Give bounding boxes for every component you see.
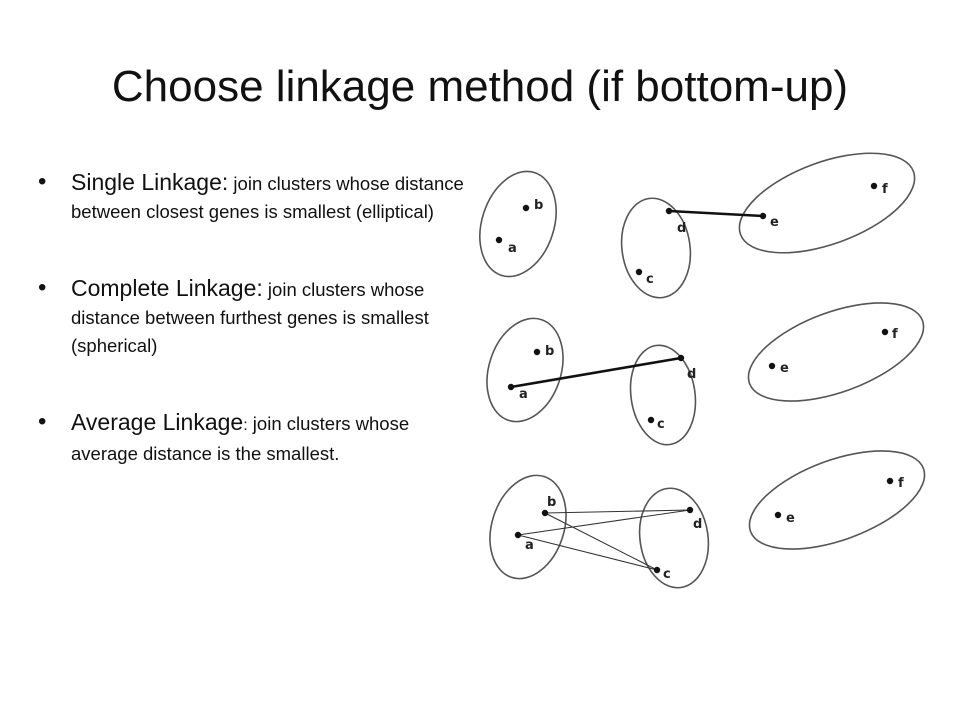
bullet-average-linkage: • Average Linkage: join clusters whose a… (38, 408, 478, 468)
cluster-cd-complete (629, 344, 697, 446)
label-b: b (545, 344, 554, 359)
point-c (653, 566, 661, 574)
linkage-bullet-list: • Single Linkage: join clusters whose di… (38, 168, 478, 468)
label-f: f (898, 476, 904, 491)
label-a: a (525, 538, 534, 553)
complete-link-line (510, 356, 682, 389)
label-e: e (770, 215, 779, 230)
label-d: d (693, 517, 702, 532)
label-a: a (508, 241, 517, 256)
point-c (635, 268, 643, 276)
point-e (774, 511, 782, 519)
cluster-ab-complete (486, 317, 564, 423)
bullet-term: Single Linkage (71, 169, 222, 195)
bullet-complete-linkage: • Complete Linkage: join clusters whose … (38, 274, 478, 360)
label-c: c (646, 272, 654, 287)
bullet-colon: : (256, 275, 263, 301)
point-d (665, 207, 673, 215)
bullet-term: Complete Linkage (71, 275, 257, 301)
label-c: c (663, 567, 671, 582)
point-d (686, 506, 694, 514)
bullet-single-linkage: • Single Linkage: join clusters whose di… (38, 168, 478, 226)
bullet-text: join clusters whose average distance is … (71, 413, 410, 464)
cluster-ef-average (748, 450, 926, 550)
bullet-dot: • (38, 274, 47, 301)
bullet-text: join clusters whose distance between fur… (71, 279, 429, 356)
bullet-text: join clusters whose distance between clo… (71, 173, 464, 222)
point-f (886, 477, 894, 485)
point-e (759, 212, 767, 220)
cluster-ef-complete (747, 302, 925, 402)
point-b (541, 509, 549, 517)
point-f (881, 328, 889, 336)
bullet-term: Average Linkage (71, 409, 244, 435)
cluster-cd-single (620, 197, 692, 299)
point-a (507, 383, 515, 391)
label-b: b (534, 198, 543, 213)
linkage-diagrams: b a d c e f b a d c e f b a d c e f (479, 152, 926, 589)
label-e: e (780, 361, 789, 376)
bullet-dot: • (38, 408, 47, 435)
point-d (677, 354, 685, 362)
label-e: e (786, 511, 795, 526)
cluster-cd-average (638, 487, 710, 589)
label-f: f (892, 327, 898, 342)
bullet-dot: • (38, 168, 47, 195)
bullet-colon: : (243, 417, 248, 434)
point-c (647, 416, 655, 424)
point-e (768, 362, 776, 370)
label-b: b (547, 495, 556, 510)
label-d: d (687, 367, 696, 382)
cluster-ef-single (738, 152, 916, 254)
slide-title: Choose linkage method (if bottom-up) (111, 62, 849, 111)
point-a (514, 531, 522, 539)
cluster-ab-single (479, 170, 557, 278)
label-d: d (677, 221, 686, 236)
bullet-colon: : (221, 169, 229, 195)
label-c: c (657, 417, 665, 432)
point-b (533, 348, 541, 356)
average-link-lines (517, 509, 691, 571)
point-f (870, 182, 878, 190)
label-a: a (519, 387, 528, 402)
point-b (522, 204, 530, 212)
label-f: f (882, 182, 888, 197)
point-a (495, 236, 503, 244)
single-link-line (668, 209, 764, 218)
cluster-ab-average (489, 474, 567, 580)
